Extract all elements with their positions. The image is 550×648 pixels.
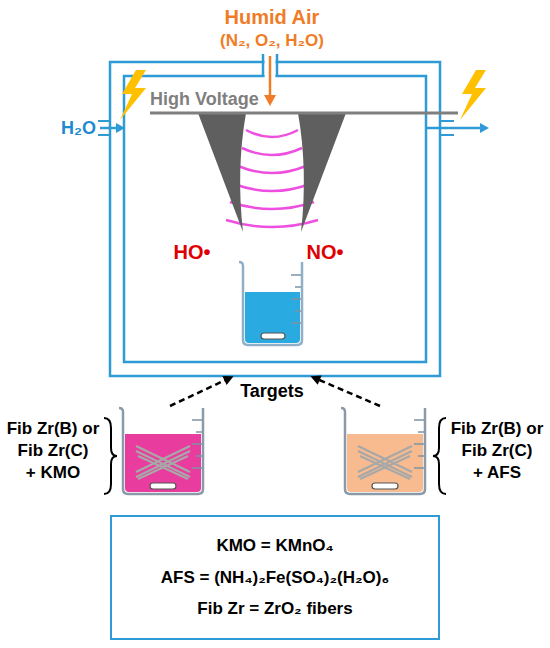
target-beaker: Fib Zr(B) or Fib Zr(C) + AFS (342, 406, 547, 496)
gas-flow-arrow (269, 56, 272, 96)
dashed-arrow (170, 379, 229, 406)
beaker-mark (196, 455, 202, 457)
lightning-bolt (120, 70, 146, 120)
brace (433, 418, 446, 494)
beaker-mark (196, 431, 202, 433)
water-label: H₂O (61, 117, 96, 139)
plasma-arc (230, 202, 314, 209)
water-inlet-stub (98, 134, 110, 136)
fiber (360, 456, 410, 479)
reactor-outer-wall (110, 62, 440, 376)
beaker-liquid (245, 292, 300, 343)
voltage-label: High Voltage (150, 88, 259, 110)
sample-description: Fib Zr(B) or Fib Zr(C) + AFS (447, 418, 547, 484)
beaker-mark (295, 286, 301, 288)
text-line: Fib Zr(B) or (451, 418, 544, 440)
beaker-mark (192, 419, 202, 421)
text-line: + KMO (26, 462, 80, 484)
dashed-arrow (316, 378, 380, 406)
electrode (198, 113, 246, 232)
sample-description: Fib Zr(B) or Fib Zr(C) + KMO (3, 418, 103, 484)
beaker-mark (291, 322, 301, 324)
abbreviation-text: AFS = (NH₄)₂Fe(SO₄)₂(H₂O)₆ (161, 567, 389, 589)
plasma-arc (246, 130, 298, 137)
beaker-mark (418, 431, 424, 433)
fiber (358, 451, 412, 477)
radical-label: HO• (162, 240, 222, 264)
beaker-mark (295, 310, 301, 312)
gas-inlet-label: Humid Air (225, 5, 320, 29)
beaker-mark (414, 419, 424, 421)
plasma-arc (238, 166, 306, 173)
water-inlet-arrow (100, 127, 117, 130)
stir-bar (261, 333, 285, 339)
beaker-outline (119, 408, 203, 494)
beaker-mark (414, 443, 424, 445)
plasma-arc (234, 184, 310, 191)
water-outlet-arrowhead (480, 123, 489, 133)
target-beaker: Fib Zr(B) or Fib Zr(C) + KMO (3, 406, 208, 496)
beaker-mark (291, 274, 301, 276)
radical-label: NO• (295, 240, 355, 264)
fiber (138, 456, 188, 479)
stir-bar (150, 483, 176, 489)
stir-bar (372, 483, 398, 489)
targets-label: Targets (240, 380, 304, 402)
reactor-vessel: HO• NO• (110, 62, 440, 376)
beaker-mark (291, 298, 301, 300)
water-outlet-stub (440, 134, 454, 136)
beaker-mark (418, 455, 424, 457)
beaker-outline (239, 262, 302, 345)
gas-inlet-label-holder: Humid Air (147, 5, 397, 29)
gas-composition-label: (N₂, O₂, H₂O) (220, 30, 324, 52)
voltage-label-holder: High Voltage (150, 88, 265, 110)
beaker-mark (192, 467, 202, 469)
abbreviation-text: KMO = KMnO₄ (216, 535, 333, 557)
plasma-arc (242, 148, 302, 155)
reactor-inner-wall (124, 76, 426, 362)
water-inlet-stub (98, 120, 110, 122)
abbreviation-text: Fib Zr = ZrO₂ fibers (197, 598, 352, 620)
fiber (358, 451, 412, 477)
water-outlet-arrow (426, 127, 481, 130)
text-line: Fib Zr(B) or (7, 418, 100, 440)
water-outlet-stub (440, 120, 454, 122)
beaker-outline (341, 408, 425, 494)
electrode (298, 113, 346, 232)
lightning-bolt (460, 70, 486, 120)
water-label-holder: H₂O (40, 117, 96, 139)
beaker-liquid (125, 434, 201, 492)
gas-composition-label-holder: (N₂, O₂, H₂O) (147, 30, 397, 52)
targets-label-holder: Targets (197, 380, 347, 402)
text-line: + AFS (473, 462, 521, 484)
text-line: Fib Zr(C) (18, 440, 89, 462)
text-line: Fib Zr(C) (462, 440, 533, 462)
inlet-pipe-wall (276, 54, 279, 77)
brace (104, 418, 117, 494)
abbreviation-box: KMO = KMnO₄ AFS = (NH₄)₂Fe(SO₄)₂(H₂O)₆ Fib… (110, 515, 440, 640)
beaker-liquid (347, 434, 423, 492)
fiber (136, 451, 190, 477)
high-voltage-line (150, 112, 458, 115)
beaker-mark (192, 443, 202, 445)
beaker-mark (414, 467, 424, 469)
fiber (136, 451, 190, 477)
gas-flow-arrowhead (264, 95, 276, 106)
inlet-pipe-wall (262, 54, 265, 77)
water-inlet-arrowhead (116, 123, 125, 133)
